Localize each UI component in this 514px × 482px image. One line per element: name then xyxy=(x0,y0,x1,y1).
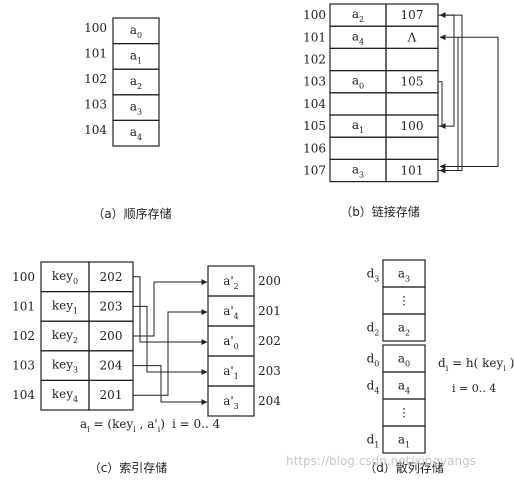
seq-cell-value: a1 xyxy=(130,48,142,65)
seq-cell-value: a0 xyxy=(130,23,142,40)
linked-pointer-arrow xyxy=(438,34,459,171)
hash-cell-value: a4 xyxy=(398,379,410,396)
seq-address: 101 xyxy=(84,46,107,60)
index-pointer-arrow xyxy=(133,309,208,396)
index-item-value: a'1 xyxy=(223,364,239,381)
linked-next-value: 105 xyxy=(401,75,424,89)
index-right-address: 200 xyxy=(258,274,281,288)
hash-cell xyxy=(382,425,426,454)
index-key-value: key2 xyxy=(52,328,78,345)
linked-address: 102 xyxy=(303,53,326,67)
hash-caption: （d）散列存储 xyxy=(364,460,444,475)
linked-pointer-arrow xyxy=(438,81,446,130)
index-item-value: a'4 xyxy=(223,304,239,321)
linked-address: 106 xyxy=(303,141,326,155)
linked-data-cell xyxy=(329,136,387,160)
hash-label: d3 xyxy=(367,267,380,284)
index-item-value: a'0 xyxy=(223,334,239,351)
index-ptr-value: 203 xyxy=(100,299,123,313)
index-left-address: 100 xyxy=(12,270,35,284)
linked-next-value: 101 xyxy=(401,164,424,178)
linked-data-cell xyxy=(329,47,387,72)
index-ptr-value: 201 xyxy=(100,388,123,402)
hash-cell-value: a2 xyxy=(398,321,410,338)
hash-formula: di = h( keyi ) xyxy=(438,356,514,373)
index-right-address: 201 xyxy=(258,304,281,318)
hash-cell-value: a1 xyxy=(398,433,410,450)
index-left-address: 104 xyxy=(12,388,35,402)
index-key-value: key4 xyxy=(52,387,78,404)
linked-address: 100 xyxy=(303,8,326,22)
seq-address: 102 xyxy=(84,72,107,86)
index-left-address: 103 xyxy=(12,359,35,373)
hash-cell-value: a3 xyxy=(398,267,410,284)
index-right-address: 202 xyxy=(258,334,281,348)
linked-data-value: a3 xyxy=(352,163,364,180)
linked-address: 104 xyxy=(303,97,326,111)
linked-data-value: a2 xyxy=(352,7,364,24)
linked-pointer-arrow xyxy=(438,12,455,127)
index-left-address: 101 xyxy=(12,299,35,313)
hash-label: d1 xyxy=(367,433,380,450)
linked-caption: （b）链接存储 xyxy=(340,204,420,219)
hash-cell xyxy=(382,313,426,342)
index-right-address: 204 xyxy=(258,394,281,408)
seq-address: 104 xyxy=(84,123,107,137)
watermark: https://blog.csdn.net/xingyangs xyxy=(286,454,476,468)
index-item-value: a'2 xyxy=(223,274,239,291)
index-range: i = 0.. 4 xyxy=(172,417,221,431)
linked-data-value: a1 xyxy=(352,118,364,135)
seq-address: 103 xyxy=(84,98,107,112)
index-key-value: key0 xyxy=(52,269,78,286)
hash-range: i = 0.. 4 xyxy=(452,382,496,395)
linked-data-value: a4 xyxy=(352,29,364,46)
index-pointer-arrow xyxy=(133,279,208,337)
linked-address: 105 xyxy=(303,119,326,133)
hash-cell-value: ⋮ xyxy=(398,294,410,308)
index-ptr-value: 200 xyxy=(100,329,123,343)
index-item-value: a'3 xyxy=(223,394,239,411)
hash-cell-value: ⋮ xyxy=(398,406,410,420)
hash-label: d4 xyxy=(367,379,380,396)
linked-pointer-arrow xyxy=(439,36,499,170)
linked-next-value: Λ xyxy=(407,30,417,44)
index-key-value: key1 xyxy=(52,298,78,315)
seq-address: 100 xyxy=(84,21,107,35)
hash-cell-value: a0 xyxy=(398,352,410,369)
seq-cell-value: a4 xyxy=(130,125,142,142)
seq-cell xyxy=(112,119,160,147)
seq-cell-value: a3 xyxy=(130,100,142,117)
linked-next-value: 107 xyxy=(401,8,424,22)
linked-data-cell xyxy=(329,92,387,116)
index-pointer-arrow xyxy=(133,276,208,345)
linked-next-cell xyxy=(385,136,439,160)
linked-address: 107 xyxy=(303,164,326,178)
index-left-address: 102 xyxy=(12,329,35,343)
linked-next-cell xyxy=(385,92,439,116)
index-ptr-value: 202 xyxy=(100,270,123,284)
seq-caption: （a）顺序存储 xyxy=(92,206,171,221)
linked-data-value: a0 xyxy=(352,74,364,91)
index-right-address: 203 xyxy=(258,364,281,378)
index-caption: （c）索引存储 xyxy=(89,460,168,475)
index-pointer-arrow xyxy=(133,365,208,405)
linked-address: 103 xyxy=(303,75,326,89)
linked-address: 101 xyxy=(303,30,326,44)
linked-next-cell xyxy=(385,47,439,72)
index-item-cell xyxy=(207,385,255,417)
index-ptr-value: 204 xyxy=(100,359,123,373)
index-formula: ai = (keyi , a'i) xyxy=(80,417,165,434)
index-pointer-arrow xyxy=(133,305,208,375)
seq-cell-value: a2 xyxy=(130,74,142,91)
linked-next-value: 100 xyxy=(401,119,424,133)
index-key-value: key3 xyxy=(52,358,78,375)
hash-label: d0 xyxy=(367,352,380,369)
hash-label: d2 xyxy=(367,321,380,338)
